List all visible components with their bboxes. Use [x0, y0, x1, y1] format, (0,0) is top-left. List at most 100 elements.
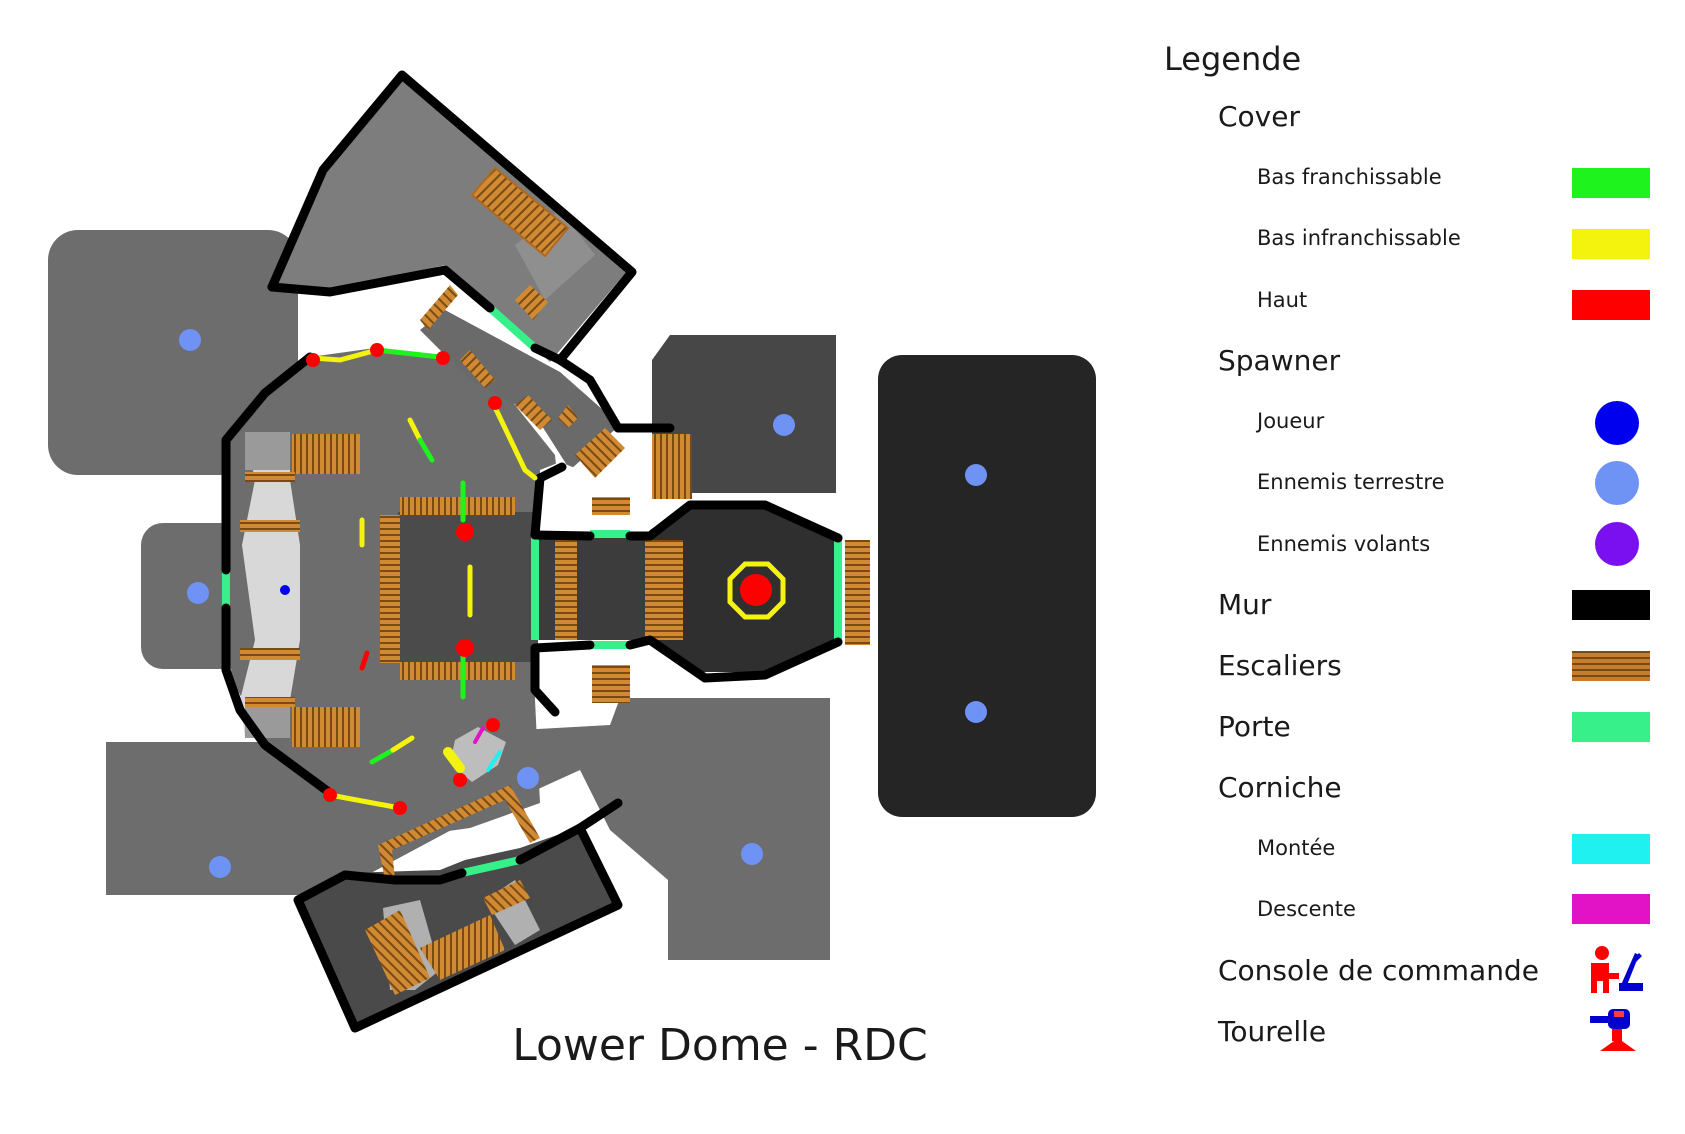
- pillar-core: [740, 574, 772, 606]
- stairs: [460, 350, 495, 388]
- high-cover-points: [306, 343, 502, 815]
- stairs: [400, 662, 515, 680]
- wall: [530, 530, 595, 541]
- swatch-door: [1572, 712, 1650, 742]
- pillar-ring: [727, 561, 786, 620]
- stairs: [420, 915, 505, 980]
- stairs: [420, 285, 458, 330]
- legend-console: Console de commande: [1218, 954, 1539, 987]
- stairs: [592, 665, 630, 703]
- stairs: [365, 910, 430, 995]
- door: [487, 305, 538, 351]
- legend-item-ledge-down: Descente: [1257, 897, 1356, 921]
- stairs: [240, 648, 300, 660]
- enemy-ground-spawner: [965, 701, 987, 723]
- enemy-ground-spawner: [179, 329, 201, 351]
- cover-high-post: [323, 788, 337, 802]
- cover-high-post: [370, 343, 384, 357]
- stairs: [470, 166, 570, 258]
- legend-item-flying-enemies: Ennemis volants: [1257, 532, 1431, 556]
- stairs: [515, 285, 548, 320]
- legend-item-low-blocking: Bas infranchissable: [1257, 226, 1461, 250]
- stairs: [555, 540, 577, 640]
- area-left-top: [48, 230, 298, 475]
- wall: [221, 352, 315, 575]
- cover-low-blocking: [490, 400, 538, 481]
- swatch-wall: [1572, 590, 1650, 620]
- cover-low-blocking: [390, 735, 415, 753]
- swatch-high: [1572, 290, 1650, 320]
- swatch-low-blocking: [1572, 229, 1650, 259]
- cover-low-passable: [369, 747, 396, 765]
- legend-spawner-heading: Spawner: [1218, 344, 1341, 377]
- stairs: [380, 515, 400, 663]
- wall: [530, 640, 595, 717]
- wall: [625, 635, 843, 683]
- legend-turret: Tourelle: [1218, 1015, 1327, 1048]
- area-right-small: [652, 335, 836, 493]
- wall: [221, 603, 335, 798]
- cover-low-blocking: [310, 347, 380, 363]
- stairs: [292, 434, 360, 474]
- swatch-ledge-up: [1572, 834, 1650, 864]
- enemy-ground-spawner: [741, 843, 763, 865]
- walls: [221, 70, 843, 1033]
- legend-item-high: Haut: [1257, 288, 1308, 312]
- cover-low-passable: [417, 437, 435, 463]
- swatch-ground-enemies: [1595, 461, 1639, 505]
- wall: [293, 823, 623, 1033]
- legend-item-low-passable: Bas franchissable: [1257, 165, 1442, 189]
- north-room: [270, 77, 628, 362]
- stairs: [292, 707, 360, 747]
- ledge-down: [473, 726, 485, 744]
- doors: [222, 305, 842, 877]
- ledge-up: [486, 750, 502, 772]
- legend-wall: Mur: [1218, 588, 1272, 621]
- stairs: [515, 395, 552, 430]
- swatch-low-passable: [1572, 168, 1650, 198]
- stairs: [245, 697, 295, 707]
- wall: [530, 462, 567, 540]
- wall: [267, 265, 495, 313]
- white-notch-n: [540, 462, 585, 533]
- cover-high-post: [453, 773, 467, 787]
- stairs: [592, 497, 630, 515]
- stairs: [652, 434, 692, 499]
- legend-door: Porte: [1218, 710, 1291, 743]
- map-title: Lower Dome - RDC: [512, 1020, 928, 1071]
- legend-stairs: Escaliers: [1218, 649, 1342, 682]
- enemy-ground-spawner: [209, 856, 231, 878]
- cover-high-post: [456, 523, 474, 541]
- covers: [310, 347, 538, 811]
- stairs: [483, 880, 530, 915]
- cover-high-post: [488, 396, 502, 410]
- west-alcove: [240, 432, 300, 738]
- legend-item-ledge-up: Montée: [1257, 836, 1336, 860]
- enemy-ground-spawner: [517, 767, 539, 789]
- legend-cover-heading: Cover: [1218, 100, 1300, 133]
- enemy-ground-spawner: [773, 414, 795, 436]
- door: [461, 856, 521, 877]
- console-icon: [1591, 946, 1643, 993]
- cover-low-passable: [374, 347, 443, 360]
- wall: [555, 355, 675, 433]
- stairs: [378, 785, 540, 880]
- wall: [625, 500, 843, 543]
- corridor-east: [535, 535, 650, 640]
- cover-high-post: [456, 639, 474, 657]
- cover-high-post: [436, 351, 450, 365]
- cover-high-post: [486, 718, 500, 732]
- cover-high-post: [306, 353, 320, 367]
- cover-high-post: [393, 801, 407, 815]
- turret-icon: [1590, 1009, 1636, 1051]
- west-alcove-dark: [245, 432, 290, 470]
- cover-low-blocking: [407, 417, 423, 443]
- spawners: [179, 329, 987, 878]
- cover-low-blocking: [443, 747, 465, 773]
- stairs: [645, 540, 683, 640]
- central-pillar: [727, 561, 786, 620]
- stairs-group: [240, 166, 870, 995]
- stairs: [575, 428, 625, 478]
- stairs: [400, 497, 515, 515]
